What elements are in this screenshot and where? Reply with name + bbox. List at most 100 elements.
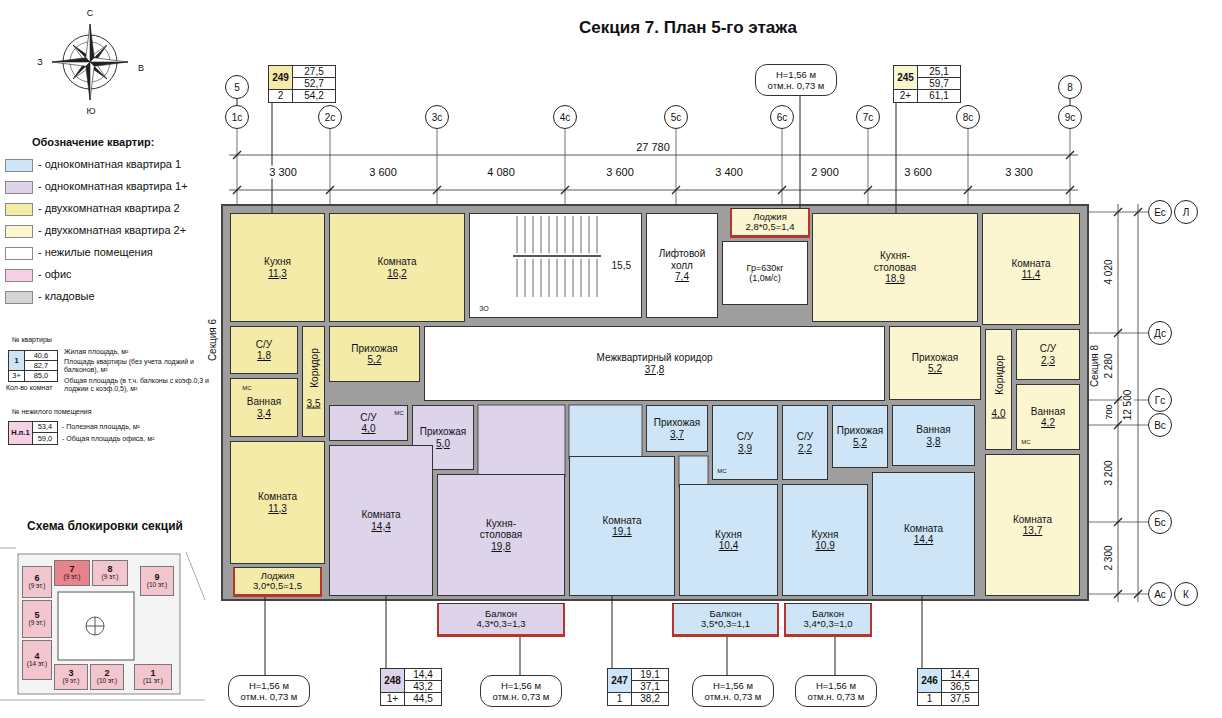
- table-cell: 82,7: [25, 361, 57, 371]
- axis-marker: 5с: [664, 105, 688, 129]
- section-block: 6(9 эт.): [22, 566, 52, 598]
- compass-point: [90, 62, 128, 66]
- key-caption: № нежилого помещения: [12, 408, 92, 416]
- stairs: [513, 216, 601, 297]
- table-cell: 59,0: [33, 433, 57, 444]
- room-area: 7,4: [675, 271, 689, 283]
- room-name: Прихожая: [837, 425, 883, 437]
- room-name: Лоджия: [753, 212, 787, 222]
- table-cell: 36,5: [942, 681, 978, 693]
- legend-entry: - кладовые: [5, 290, 205, 306]
- dimension: 2 300: [1103, 543, 1115, 572]
- section-block: 1(11 эт.): [134, 664, 172, 690]
- stair-step: [573, 259, 574, 297]
- dimension-line: [1118, 204, 1119, 602]
- table-cell: 37,1: [632, 681, 668, 693]
- table-cell: 1: [9, 351, 25, 371]
- section-label: Секция 6: [207, 319, 219, 361]
- axis-name: К: [1183, 589, 1189, 600]
- stair-step: [573, 216, 574, 253]
- elevation-callout: H=1,56 мотм.н. 0,73 м: [228, 675, 310, 707]
- room-name: Прихожая: [912, 352, 958, 364]
- leader-line: [386, 596, 387, 668]
- room: С/У1,8: [230, 326, 298, 374]
- room-fill: [679, 456, 708, 487]
- key-note: - Общая площадь офиса, м²: [62, 435, 154, 443]
- axis-line: [237, 129, 238, 205]
- dimension: 700: [1104, 402, 1114, 421]
- room-area: 4,2: [1041, 417, 1055, 429]
- compass-point: [52, 62, 90, 66]
- compass-rose: [52, 24, 128, 100]
- room: Комната11,4: [982, 213, 1080, 325]
- stair-step: [565, 259, 566, 297]
- room-area: 3,0*0,5=1,5: [253, 581, 302, 591]
- dimension-tick: [778, 186, 786, 194]
- axis-marker: Гс: [1148, 388, 1172, 412]
- floor-count: (9 эт.): [102, 574, 119, 581]
- dimension-line: [229, 190, 1078, 191]
- floor-count: (10 эт.): [147, 582, 168, 589]
- street-line: [0, 548, 205, 700]
- room: Прихожая5,2: [889, 326, 981, 400]
- leader-line: [835, 637, 836, 675]
- room: Прихожая5,2: [832, 405, 888, 468]
- axis-marker: К: [1174, 582, 1198, 606]
- legend-text: - нежилые помещения: [38, 246, 153, 258]
- stair-step: [525, 259, 526, 297]
- room-area: 2,3: [1041, 355, 1055, 367]
- room-area: 11,3: [268, 268, 287, 280]
- room-area: 10,4: [719, 540, 738, 552]
- leader-line: [922, 596, 923, 668]
- compass-letter: В: [138, 63, 144, 73]
- compass-letter: З: [37, 57, 42, 67]
- room-area: 14,4: [371, 521, 390, 533]
- legend-entry: - однокомнатная квартира 1+: [5, 180, 205, 196]
- block-outline: [18, 554, 180, 694]
- axis-name: 9с: [1065, 112, 1076, 123]
- room: Комната16,2: [329, 213, 465, 322]
- room-name: Лоджия: [261, 571, 295, 581]
- room-area: 19,1: [612, 526, 631, 538]
- room: Ванная3,8: [892, 405, 975, 466]
- room-name: Балкон: [710, 609, 742, 619]
- axis-line: [968, 129, 969, 205]
- room-area: 1,8: [257, 350, 271, 362]
- axis-marker: 5: [225, 75, 249, 99]
- axis-name: 3с: [432, 112, 443, 123]
- room-area: 3,4: [257, 408, 271, 420]
- room: Лифтовой холл7,4: [646, 213, 718, 318]
- compass-point: [90, 58, 128, 62]
- leader-line: [800, 96, 801, 208]
- dimension: 2 900: [809, 166, 841, 179]
- section-number: 9: [154, 573, 159, 582]
- compass-letter: Ю: [86, 106, 95, 116]
- legend-swatch: [5, 159, 33, 172]
- room-fill: [478, 405, 565, 477]
- room-name: Коридор: [308, 349, 319, 389]
- table-cell: 1+: [381, 693, 405, 705]
- room-name: Кухня: [812, 529, 839, 541]
- room-area: 3,9: [738, 443, 752, 455]
- axis-line: [868, 129, 869, 205]
- legend-text: - однокомнатная квартира 1+: [38, 180, 188, 192]
- legend-text: - офис: [38, 268, 72, 280]
- elevation-text: отм.н. 0,73 м: [705, 691, 762, 702]
- axis-marker: 8: [1058, 75, 1082, 99]
- room-name: С/У: [797, 431, 813, 443]
- stair-hall: 15,5: [469, 213, 642, 318]
- room-name: Комната: [602, 515, 641, 527]
- room-name: Коридор: [993, 355, 1004, 395]
- table-cell: 2+: [894, 90, 918, 102]
- axis-line: [437, 129, 438, 205]
- compass-point: [52, 58, 90, 62]
- section-block: 5(9 эт.): [22, 600, 52, 638]
- section-block: 9(10 эт.): [140, 566, 174, 596]
- room-area: 37,8: [645, 364, 664, 376]
- axis-name: 8с: [963, 112, 974, 123]
- table-cell: 43,2: [405, 681, 441, 693]
- apartment-info-table: 24927,552,7254,2: [268, 65, 336, 103]
- room-name: 15,5: [612, 260, 631, 272]
- table-cell: 249: [269, 66, 293, 90]
- elevation-text: отм.н. 0,73 м: [768, 80, 825, 91]
